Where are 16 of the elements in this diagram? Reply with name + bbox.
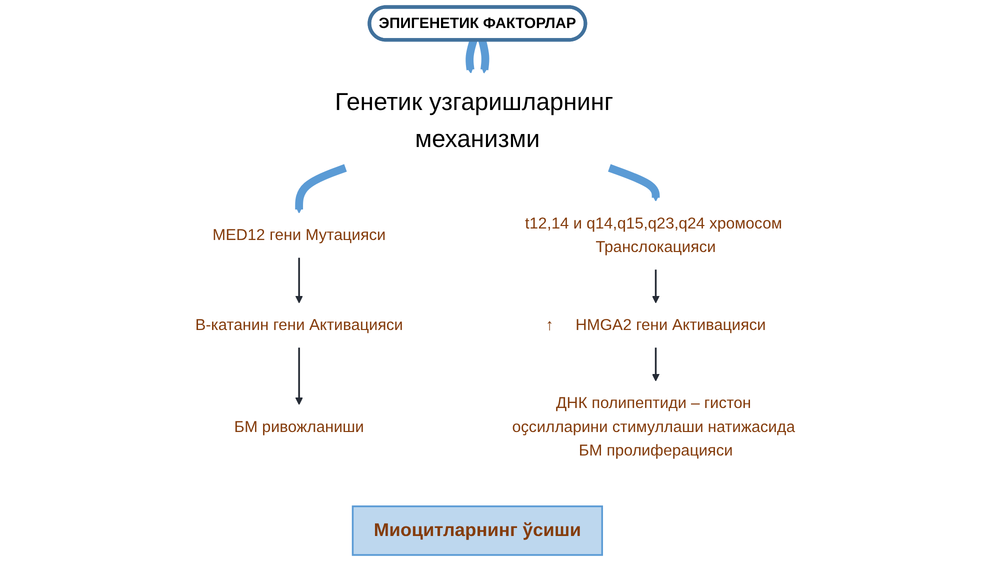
arrow [608,164,660,202]
arrow [295,258,303,304]
node-text: ↑ HMGA2 гени Активацияси [546,316,766,334]
arrow [466,39,478,74]
arrow [652,348,660,382]
node-text: ДНК полипептиди – гистон оҫсилларини стимуллаши натижасида БМ пролиферацияси [512,394,795,459]
node-text: t12,14 и q14,q15,q23,q24 хромосом Транслокацияси [525,214,782,256]
node-box: Миоцитларнинг ўсиши [352,505,603,556]
arrow [478,39,490,74]
node-text: MED12 гени Мутацияси [212,226,386,244]
arrow [295,348,303,405]
node-text: Генетик узгаришларнинг механизми [334,88,614,152]
arrow [295,164,347,214]
arrow [652,270,660,304]
node-text: В-катанин гени Активацияси [195,316,403,334]
node-text: БМ ривожланиши [234,418,364,436]
